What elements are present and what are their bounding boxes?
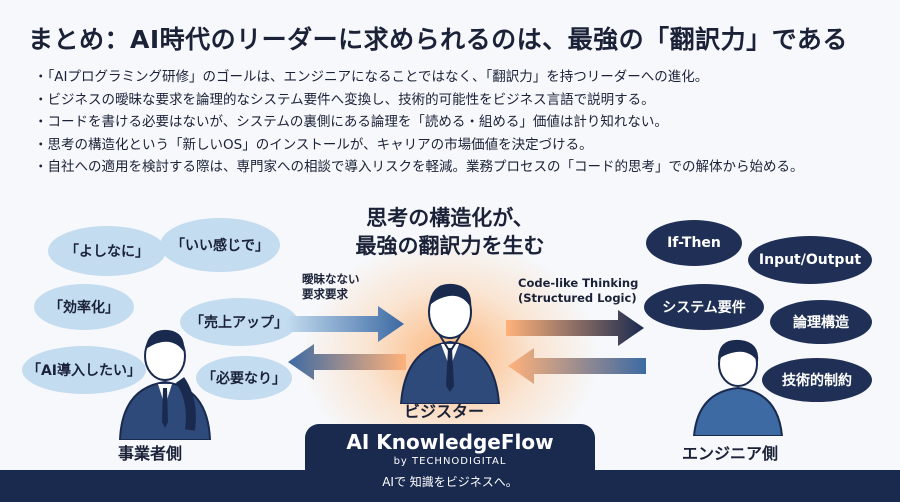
arrow-label-code-thinking: Code-like Thinking (Structured Logic) — [518, 276, 638, 306]
speech-bubble-tech-limits: 技術的制約 — [762, 358, 872, 402]
speech-bubble-uriage: 「売上アップ」 — [180, 298, 298, 346]
arrow-label-vague-line-1: 曖昧なない — [302, 272, 360, 286]
arrow-left-to-bizster-icon — [508, 348, 646, 384]
brand-by: by TECHNODIGITAL — [393, 456, 507, 467]
arrow-left-to-business-icon — [288, 344, 406, 380]
bizster-person-icon — [399, 283, 501, 404]
caption-bizster: ビジスター — [404, 402, 485, 421]
arrow-label-vague: 曖昧なない 要求要求 — [302, 272, 360, 302]
caption-business-side: 事業者側 — [118, 444, 183, 463]
arrow-label-vague-line-2: 要求要求 — [302, 287, 348, 301]
center-heading-line-1: 思考の構造化が、 — [366, 206, 534, 230]
bullet-item: コードを書ける必要はないが、システムの裏側にある論理を「読める・組める」価値は計… — [34, 111, 884, 134]
speech-bubble-kouritsuka: 「効率化」 — [34, 284, 134, 330]
speech-bubble-logic: 論理構造 — [770, 300, 872, 344]
bullet-item: 「AIプログラミング研修」のゴールは、エンジニアになることではなく、「翻訳力」を… — [34, 66, 884, 89]
arrow-right-to-bizster-icon — [286, 306, 404, 342]
center-heading-line-2: 最強の翻訳力を生む — [355, 234, 545, 258]
speech-bubble-ai-dounyu: 「AI導入したい」 — [22, 346, 146, 394]
arrow-right-to-engineer-icon — [506, 310, 644, 346]
brand-name: AI KnowledgeFlow — [346, 430, 554, 454]
speech-bubble-yoshinani: 「よしなに」 — [48, 226, 166, 276]
speech-bubble-input-output: Input/Output — [748, 236, 872, 284]
speech-bubble-hitsuyou: 「必要なり」 — [196, 356, 292, 400]
business-person-icon — [118, 329, 212, 440]
bullet-item: ビジネスの曖昧な要求を論理的なシステム要件へ変換し、技術的可能性をビジネス言語で… — [34, 89, 884, 112]
arrow-label-code-line-2: (Structured Logic) — [518, 291, 637, 305]
speech-bubble-system-req: システム要件 — [644, 284, 764, 330]
bullet-item: 思考の構造化という「新しいOS」のインストールが、キャリアの市場価値を決定づける… — [34, 134, 884, 157]
speech-bubble-iikanji: 「いい感じで」 — [160, 218, 280, 272]
bullet-item: 自社への適用を検討する際は、専門家への相談で導入リスクを軽減。業務プロセスの「コ… — [34, 156, 884, 179]
engineer-person-icon — [692, 339, 784, 436]
center-heading: 思考の構造化が、 最強の翻訳力を生む — [300, 204, 600, 260]
footer-brand-tab: AI KnowledgeFlow by TECHNODIGITAL AIで 知識… — [305, 424, 595, 502]
page-title: まとめ：AI時代のリーダーに求められるのは、最強の「翻訳力」である — [28, 25, 848, 54]
caption-engineer-side: エンジニア側 — [682, 444, 779, 463]
arrow-label-code-line-1: Code-like Thinking — [518, 276, 639, 290]
summary-bullet-list: 「AIプログラミング研修」のゴールは、エンジニアになることではなく、「翻訳力」を… — [34, 66, 884, 179]
illustration-scene: 思考の構造化が、 最強の翻訳力を生む 「よしなに」 「いい感じで」 「効率化」 … — [0, 196, 900, 502]
speech-bubble-if-then: If-Then — [646, 220, 742, 266]
brand-tagline: AIで 知識をビジネスへ。 — [382, 475, 518, 489]
